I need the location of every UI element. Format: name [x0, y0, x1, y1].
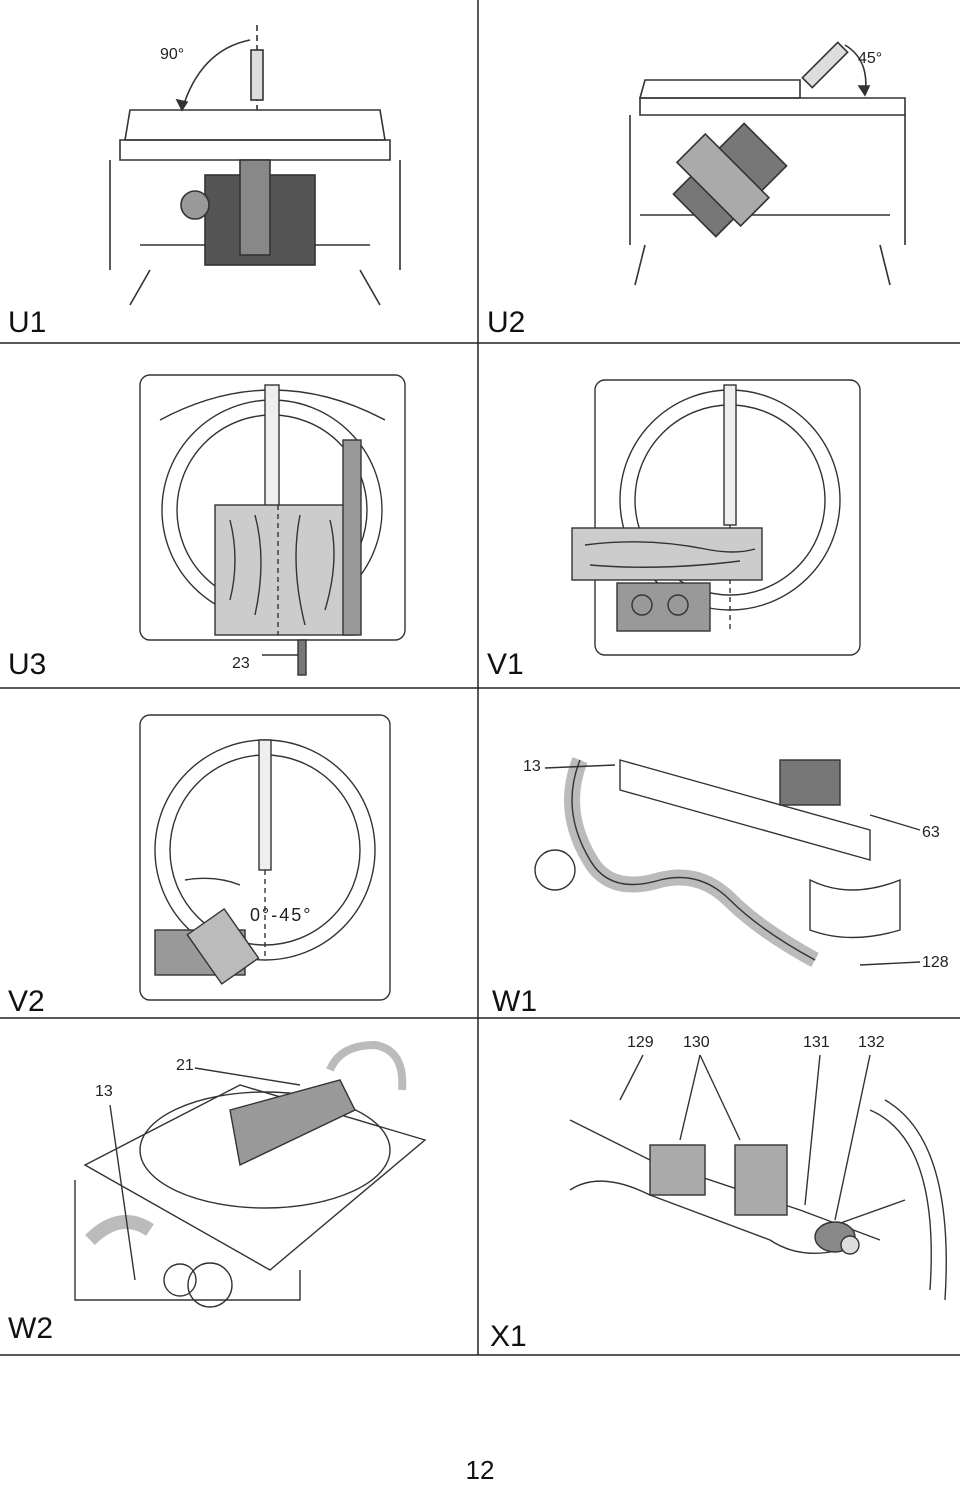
figure-label-w1: W1: [492, 985, 537, 1018]
w2-callout-21: 21: [176, 1057, 194, 1074]
figure-label-x1: X1: [490, 1320, 527, 1353]
u1-angle-label: 90°: [160, 46, 185, 63]
w1-callout-128: 128: [922, 954, 949, 971]
v1-illustration: [571, 379, 861, 656]
w1-callout-63: 63: [922, 824, 940, 841]
w2-illustration: [74, 1040, 427, 1308]
u2-angle-label: 45°: [858, 50, 883, 67]
x1-illustration: [569, 1054, 947, 1301]
u3-callout-23: 23: [232, 655, 250, 672]
x1-callout-132: 132: [858, 1034, 885, 1051]
x1-callout-129: 129: [627, 1034, 654, 1051]
figure-label-v2: V2: [8, 985, 45, 1018]
u1-illustration: [109, 25, 401, 306]
v2-angle-label: 0°-45°: [250, 905, 313, 925]
x1-callout-131: 131: [803, 1034, 830, 1051]
figure-label-w2: W2: [8, 1312, 53, 1345]
page-number: 12: [465, 1455, 495, 1485]
u3-illustration: [139, 374, 406, 676]
figure-label-v1: V1: [487, 648, 524, 681]
x1-callout-130: 130: [683, 1034, 710, 1051]
w1-illustration: [534, 757, 921, 968]
u2-illustration: [629, 41, 906, 286]
figure-label-u3: U3: [8, 648, 47, 681]
w1-callout-13: 13: [523, 758, 541, 775]
w2-callout-13: 13: [95, 1083, 113, 1100]
v2-illustration: [139, 714, 391, 1001]
figure-label-u2: U2: [487, 306, 526, 339]
figure-label-u1: U1: [8, 306, 47, 339]
